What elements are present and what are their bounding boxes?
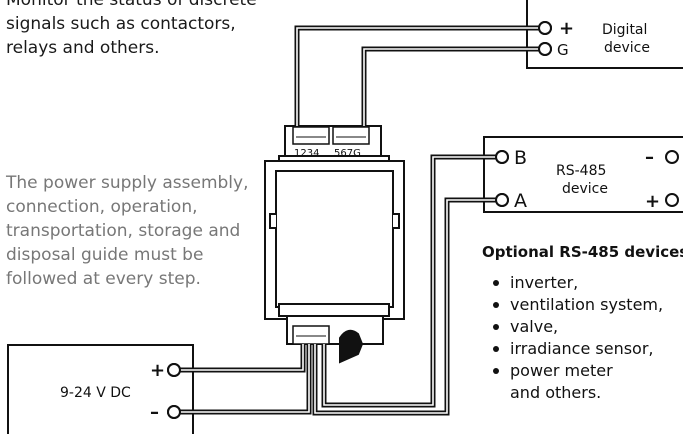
intro-text: Monitor the status of discrete signals s… [6,0,257,58]
terminals-top-right: 567G [334,148,361,159]
terminals-top-left: 1234 [294,148,319,159]
din-rail-clip [339,329,364,364]
list-item: ventilation system, [490,294,663,316]
list-item: inverter, [490,272,663,294]
rs485-plus-label: + [645,191,660,212]
digital-device-label-1: Digital [602,22,647,38]
power-supply-label: 9-24 V DC [60,385,131,401]
digital-device-box [526,0,683,69]
rs485-plus-terminal [665,193,679,207]
list-item: valve, [490,316,663,338]
digital-device-label-2: device [604,40,650,56]
list-item: power meter [490,360,663,382]
power-supply-plus-label: + [150,360,165,381]
optional-devices-title: Optional RS-485 devices: [482,243,683,261]
rs485-device-label-2: device [562,181,608,197]
wire-digital-g [361,46,539,126]
list-item: irradiance sensor, [490,338,663,360]
rs485-device-label-1: RS-485 [556,163,606,179]
digital-device-g-label: G [557,41,569,59]
rs485-b-label: B [514,147,527,169]
power-supply-minus-label: – [150,402,159,423]
rs485-minus-terminal [665,150,679,164]
rs485-device-box [483,136,683,213]
list-item-tail: and others. [510,383,602,402]
wire-power-plus [180,344,306,373]
wire-power-minus [180,344,312,415]
power-supply-box [7,344,194,434]
din-module [264,125,405,364]
optional-devices-list: inverter, ventilation system, valve, irr… [490,272,663,404]
digital-device-plus-label: + [559,18,574,39]
rs485-a-label: A [514,190,527,212]
power-supply-note: The power supply assembly, connection, o… [6,173,249,289]
rs485-minus-label: – [645,147,654,168]
wire-digital-plus [294,25,539,126]
